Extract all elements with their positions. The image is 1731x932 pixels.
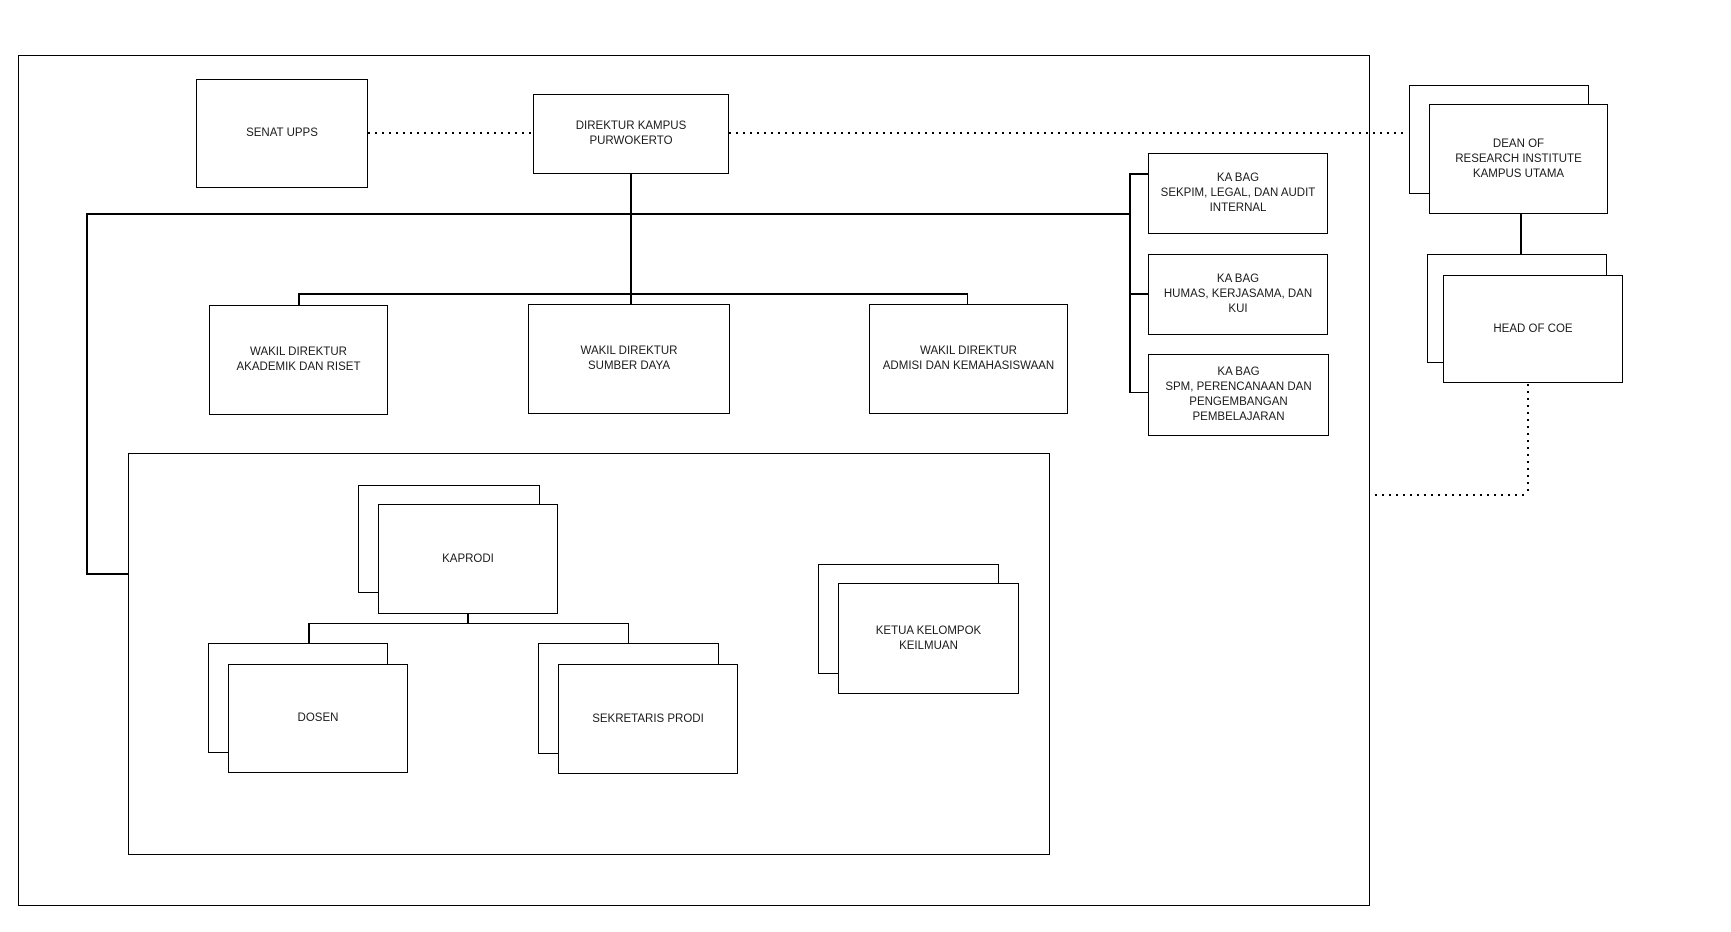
dotted-coe-elbow (1375, 494, 1529, 496)
connector-stub-kabag-sekpim (1129, 173, 1149, 175)
outer-group-boundary (18, 55, 1370, 906)
node-head-of-coe-label: HEAD OF COE (1493, 322, 1573, 335)
dotted-coe-drop (1527, 384, 1529, 496)
node-wakil-direktur-akademik-label: WAKIL DIREKTUR AKADEMIK DAN RISET (236, 346, 361, 373)
connector-stub-dosen (308, 622, 310, 644)
node-dosen-label: DOSEN (297, 712, 339, 724)
node-kaprodi-label: KAPRODI (442, 552, 494, 565)
dotted-direktur-dean (729, 132, 1403, 134)
node-sekretaris-prodi-label: SEKRETARIS PRODI (592, 712, 704, 725)
node-wakil-direktur-admisi-label: WAKIL DIREKTUR ADMISI DAN KEMAHASISWAAN (882, 345, 1055, 372)
connector-left-elbow (86, 573, 129, 575)
connector-main-feed (86, 213, 1130, 215)
connector-kaprodi-bracket (308, 622, 629, 624)
node-head-of-coe[interactable]: HEAD OF COE (1443, 275, 1623, 383)
node-ketua-kelompok-keilmuan-label: KETUA KELOMPOK KEILMUAN (875, 624, 982, 652)
connector-stub-wd-akademik (298, 293, 300, 306)
node-wakil-direktur-admisi[interactable]: WAKIL DIREKTUR ADMISI DAN KEMAHASISWAAN (869, 304, 1068, 414)
node-dean-research-institute-label: DEAN OF RESEARCH INSTITUTE KAMPUS UTAMA (1455, 137, 1582, 180)
node-kaprodi[interactable]: KAPRODI (378, 504, 558, 614)
node-kabag-sekpim-label: KA BAG SEKPIM, LEGAL, DAN AUDIT INTERNAL (1160, 172, 1316, 214)
connector-stub-kabag-spm (1129, 391, 1149, 393)
dotted-senat-direktur (368, 132, 533, 134)
node-senat-upps-label: SENAT UPPS (246, 127, 318, 139)
node-direktur-kampus[interactable]: DIREKTUR KAMPUS PURWOKERTO (533, 94, 729, 174)
node-wakil-direktur-sumber-daya-label: WAKIL DIREKTUR SUMBER DAYA (580, 345, 678, 372)
connector-dean-coe-stem (1520, 214, 1522, 255)
connector-kaprodi-feed (467, 614, 469, 624)
node-sekretaris-prodi[interactable]: SEKRETARIS PRODI (558, 664, 738, 774)
node-wakil-direktur-akademik[interactable]: WAKIL DIREKTUR AKADEMIK DAN RISET (209, 305, 388, 415)
node-dean-research-institute[interactable]: DEAN OF RESEARCH INSTITUTE KAMPUS UTAMA (1429, 104, 1608, 214)
connector-left-drop (86, 213, 88, 574)
node-kabag-spm-label: KA BAG SPM, PERENCANAAN DAN PENGEMBANGAN… (1165, 366, 1312, 423)
node-direktur-kampus-label: DIREKTUR KAMPUS PURWOKERTO (575, 120, 687, 147)
node-dosen[interactable]: DOSEN (228, 664, 408, 773)
node-kabag-humas-label: KA BAG HUMAS, KERJASAMA, DAN KUI (1163, 273, 1313, 315)
node-kabag-spm[interactable]: KA BAG SPM, PERENCANAAN DAN PENGEMBANGAN… (1148, 354, 1329, 436)
connector-stub-wd-admisi (966, 293, 968, 305)
connector-stub-kabag-humas (1129, 293, 1149, 295)
connector-direktur-stem (630, 174, 632, 304)
node-wakil-direktur-sumber-daya[interactable]: WAKIL DIREKTUR SUMBER DAYA (528, 304, 730, 414)
connector-stub-sekretaris (627, 622, 629, 644)
node-ketua-kelompok-keilmuan[interactable]: KETUA KELOMPOK KEILMUAN (838, 583, 1019, 694)
node-kabag-humas[interactable]: KA BAG HUMAS, KERJASAMA, DAN KUI (1148, 254, 1328, 335)
prodi-group-boundary (128, 453, 1050, 855)
connector-wakil-bracket (298, 293, 968, 295)
connector-kabag-spine (1129, 173, 1131, 393)
node-senat-upps[interactable]: SENAT UPPS (196, 79, 368, 188)
node-kabag-sekpim[interactable]: KA BAG SEKPIM, LEGAL, DAN AUDIT INTERNAL (1148, 153, 1328, 234)
